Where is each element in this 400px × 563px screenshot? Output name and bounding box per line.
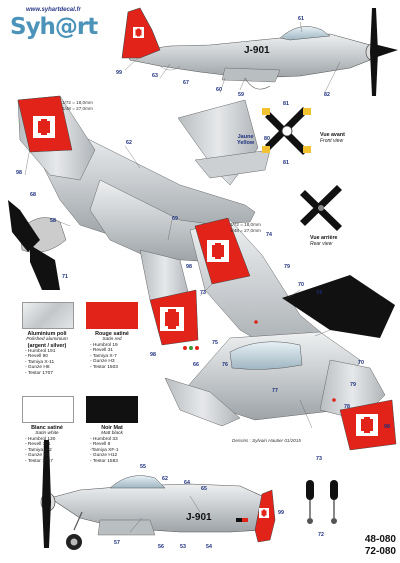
plan-view-left bbox=[8, 95, 271, 350]
drawing-credit: Dessins : Sylvain Hautier 01/2015 bbox=[232, 438, 301, 443]
plan-view-right bbox=[164, 217, 397, 451]
prop-front-view bbox=[262, 107, 311, 155]
callout-number: 82 bbox=[324, 92, 330, 98]
callout-number: 70 bbox=[358, 360, 364, 366]
callout-number: 81 bbox=[283, 101, 289, 107]
paint-legend-white: Blanc satiné Satin white - Humbrol 130 -… bbox=[25, 425, 63, 464]
callout-number: 79 bbox=[350, 382, 356, 388]
callout-number: 57 bbox=[114, 540, 120, 546]
wing-root-top bbox=[221, 67, 281, 83]
callout-number: 54 bbox=[206, 544, 212, 550]
prop-rear-view bbox=[300, 185, 342, 231]
callout-number: 76 bbox=[222, 362, 228, 368]
registration-bottom: J-901 bbox=[186, 512, 212, 523]
callout-number: 77 bbox=[272, 388, 278, 394]
callout-number: 65 bbox=[201, 486, 207, 492]
side-profile-bottom bbox=[40, 440, 276, 550]
callout-number: 62 bbox=[162, 476, 168, 482]
callout-number: 64 bbox=[184, 480, 190, 486]
callout-number: 60 bbox=[216, 87, 222, 93]
callout-number: 72 bbox=[318, 532, 324, 538]
rear-view-label: Vue arrière Rear view bbox=[310, 235, 338, 247]
callout-number: 74 bbox=[266, 232, 272, 238]
callout-number: 56 bbox=[158, 544, 164, 550]
black-panel-right bbox=[282, 275, 395, 338]
paint-swatch-silver bbox=[22, 302, 74, 329]
callout-number: 80 bbox=[264, 136, 270, 142]
callout-number: 99 bbox=[278, 510, 284, 516]
paint-legend-red: Rouge satiné Satin red - Humbrol 19 - Re… bbox=[90, 331, 129, 370]
callout-number: 59 bbox=[238, 92, 244, 98]
callout-number: 66 bbox=[193, 362, 199, 368]
propeller-bottom bbox=[42, 440, 51, 548]
callout-number: 63 bbox=[152, 73, 158, 79]
fuselage-plan-right bbox=[179, 331, 361, 421]
canopy-top bbox=[279, 26, 331, 41]
callout-number: 62 bbox=[126, 140, 132, 146]
callout-number: 58 bbox=[50, 218, 56, 224]
side-profile-top bbox=[121, 7, 398, 96]
callout-number: 61 bbox=[298, 16, 304, 22]
paint-legend-silver: Aluminium poli Polished aluminium (argen… bbox=[25, 331, 68, 376]
callout-number: 68 bbox=[30, 192, 36, 198]
callout-number: 69 bbox=[172, 216, 178, 222]
callout-number: 75 bbox=[212, 340, 218, 346]
gear-legs bbox=[306, 480, 338, 524]
callout-number: 79 bbox=[284, 264, 290, 270]
leader-lines bbox=[24, 21, 341, 533]
prop-blade-left-2 bbox=[30, 245, 60, 290]
callout-number: 53 bbox=[180, 544, 186, 550]
product-refs: 48-080 72-080 bbox=[364, 534, 396, 557]
callout-number: 73 bbox=[316, 456, 322, 462]
paint-swatch-black bbox=[86, 396, 138, 423]
callout-number: 98 bbox=[186, 264, 192, 270]
callout-number: 81 bbox=[283, 160, 289, 166]
canopy-plan-right bbox=[229, 341, 303, 370]
paint-swatch-red bbox=[86, 302, 138, 329]
canopy-bottom bbox=[109, 475, 166, 489]
callout-number: 98 bbox=[384, 424, 390, 430]
paint-legend-black: Noir Mat Matt black - Humbrol 33 - Revel… bbox=[90, 425, 123, 464]
callout-number: 78 bbox=[344, 404, 350, 410]
callout-number: 74 bbox=[316, 290, 322, 296]
fuselage-bottom bbox=[49, 483, 263, 533]
front-view-label: Vue avant Front view bbox=[320, 132, 345, 144]
callout-number: 98 bbox=[16, 170, 22, 176]
callout-number: 98 bbox=[150, 352, 156, 358]
callout-number: 73 bbox=[200, 290, 206, 296]
callout-number: 70 bbox=[298, 282, 304, 288]
registration-top: J-901 bbox=[244, 45, 270, 56]
callout-number: 55 bbox=[140, 464, 146, 470]
callout-number: 67 bbox=[183, 80, 189, 86]
callout-number: 71 bbox=[62, 274, 68, 280]
brand-logo: Syh@rt bbox=[10, 14, 98, 40]
prop-blade-left-1 bbox=[8, 200, 40, 252]
tailplane-right bbox=[164, 377, 241, 427]
callout-number: 99 bbox=[116, 70, 122, 76]
paint-swatch-white bbox=[22, 396, 74, 423]
brand-url: www.syhartdecal.fr bbox=[26, 7, 81, 13]
